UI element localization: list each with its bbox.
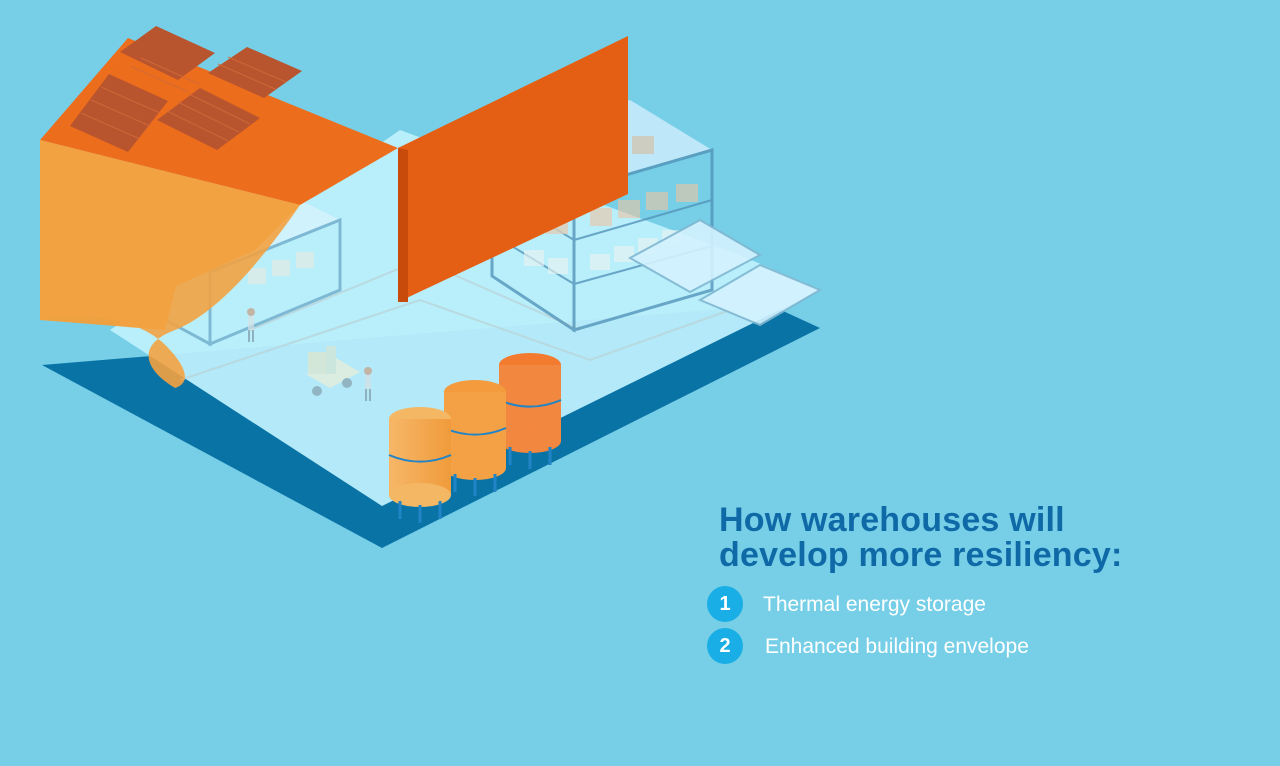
forklift-icon: [306, 346, 360, 396]
resiliency-list: 1 Thermal energy storage 2 Enhanced buil…: [707, 586, 1227, 670]
back-wall: [398, 36, 628, 302]
thermal-storage-tank-icon: [388, 353, 562, 523]
headline: How warehouses will develop more resilie…: [719, 503, 1259, 573]
list-item-label: Thermal energy storage: [763, 592, 986, 616]
number-badge: 1: [707, 586, 743, 622]
list-item: 2 Enhanced building envelope: [707, 628, 1227, 664]
number-badge: 2: [707, 628, 743, 664]
headline-line-1: How warehouses will: [719, 501, 1065, 539]
solar-panel-icon: [70, 26, 302, 152]
list-item-label: Enhanced building envelope: [765, 634, 1029, 658]
headline-line-2: develop more resiliency:: [719, 536, 1123, 574]
floor-markings: [179, 298, 731, 381]
list-item: 1 Thermal energy storage: [707, 586, 1227, 622]
conveyor: [627, 218, 823, 327]
worker-icon: [247, 308, 372, 401]
back-wall-edge: [398, 148, 408, 302]
curled-wall: [40, 140, 300, 388]
